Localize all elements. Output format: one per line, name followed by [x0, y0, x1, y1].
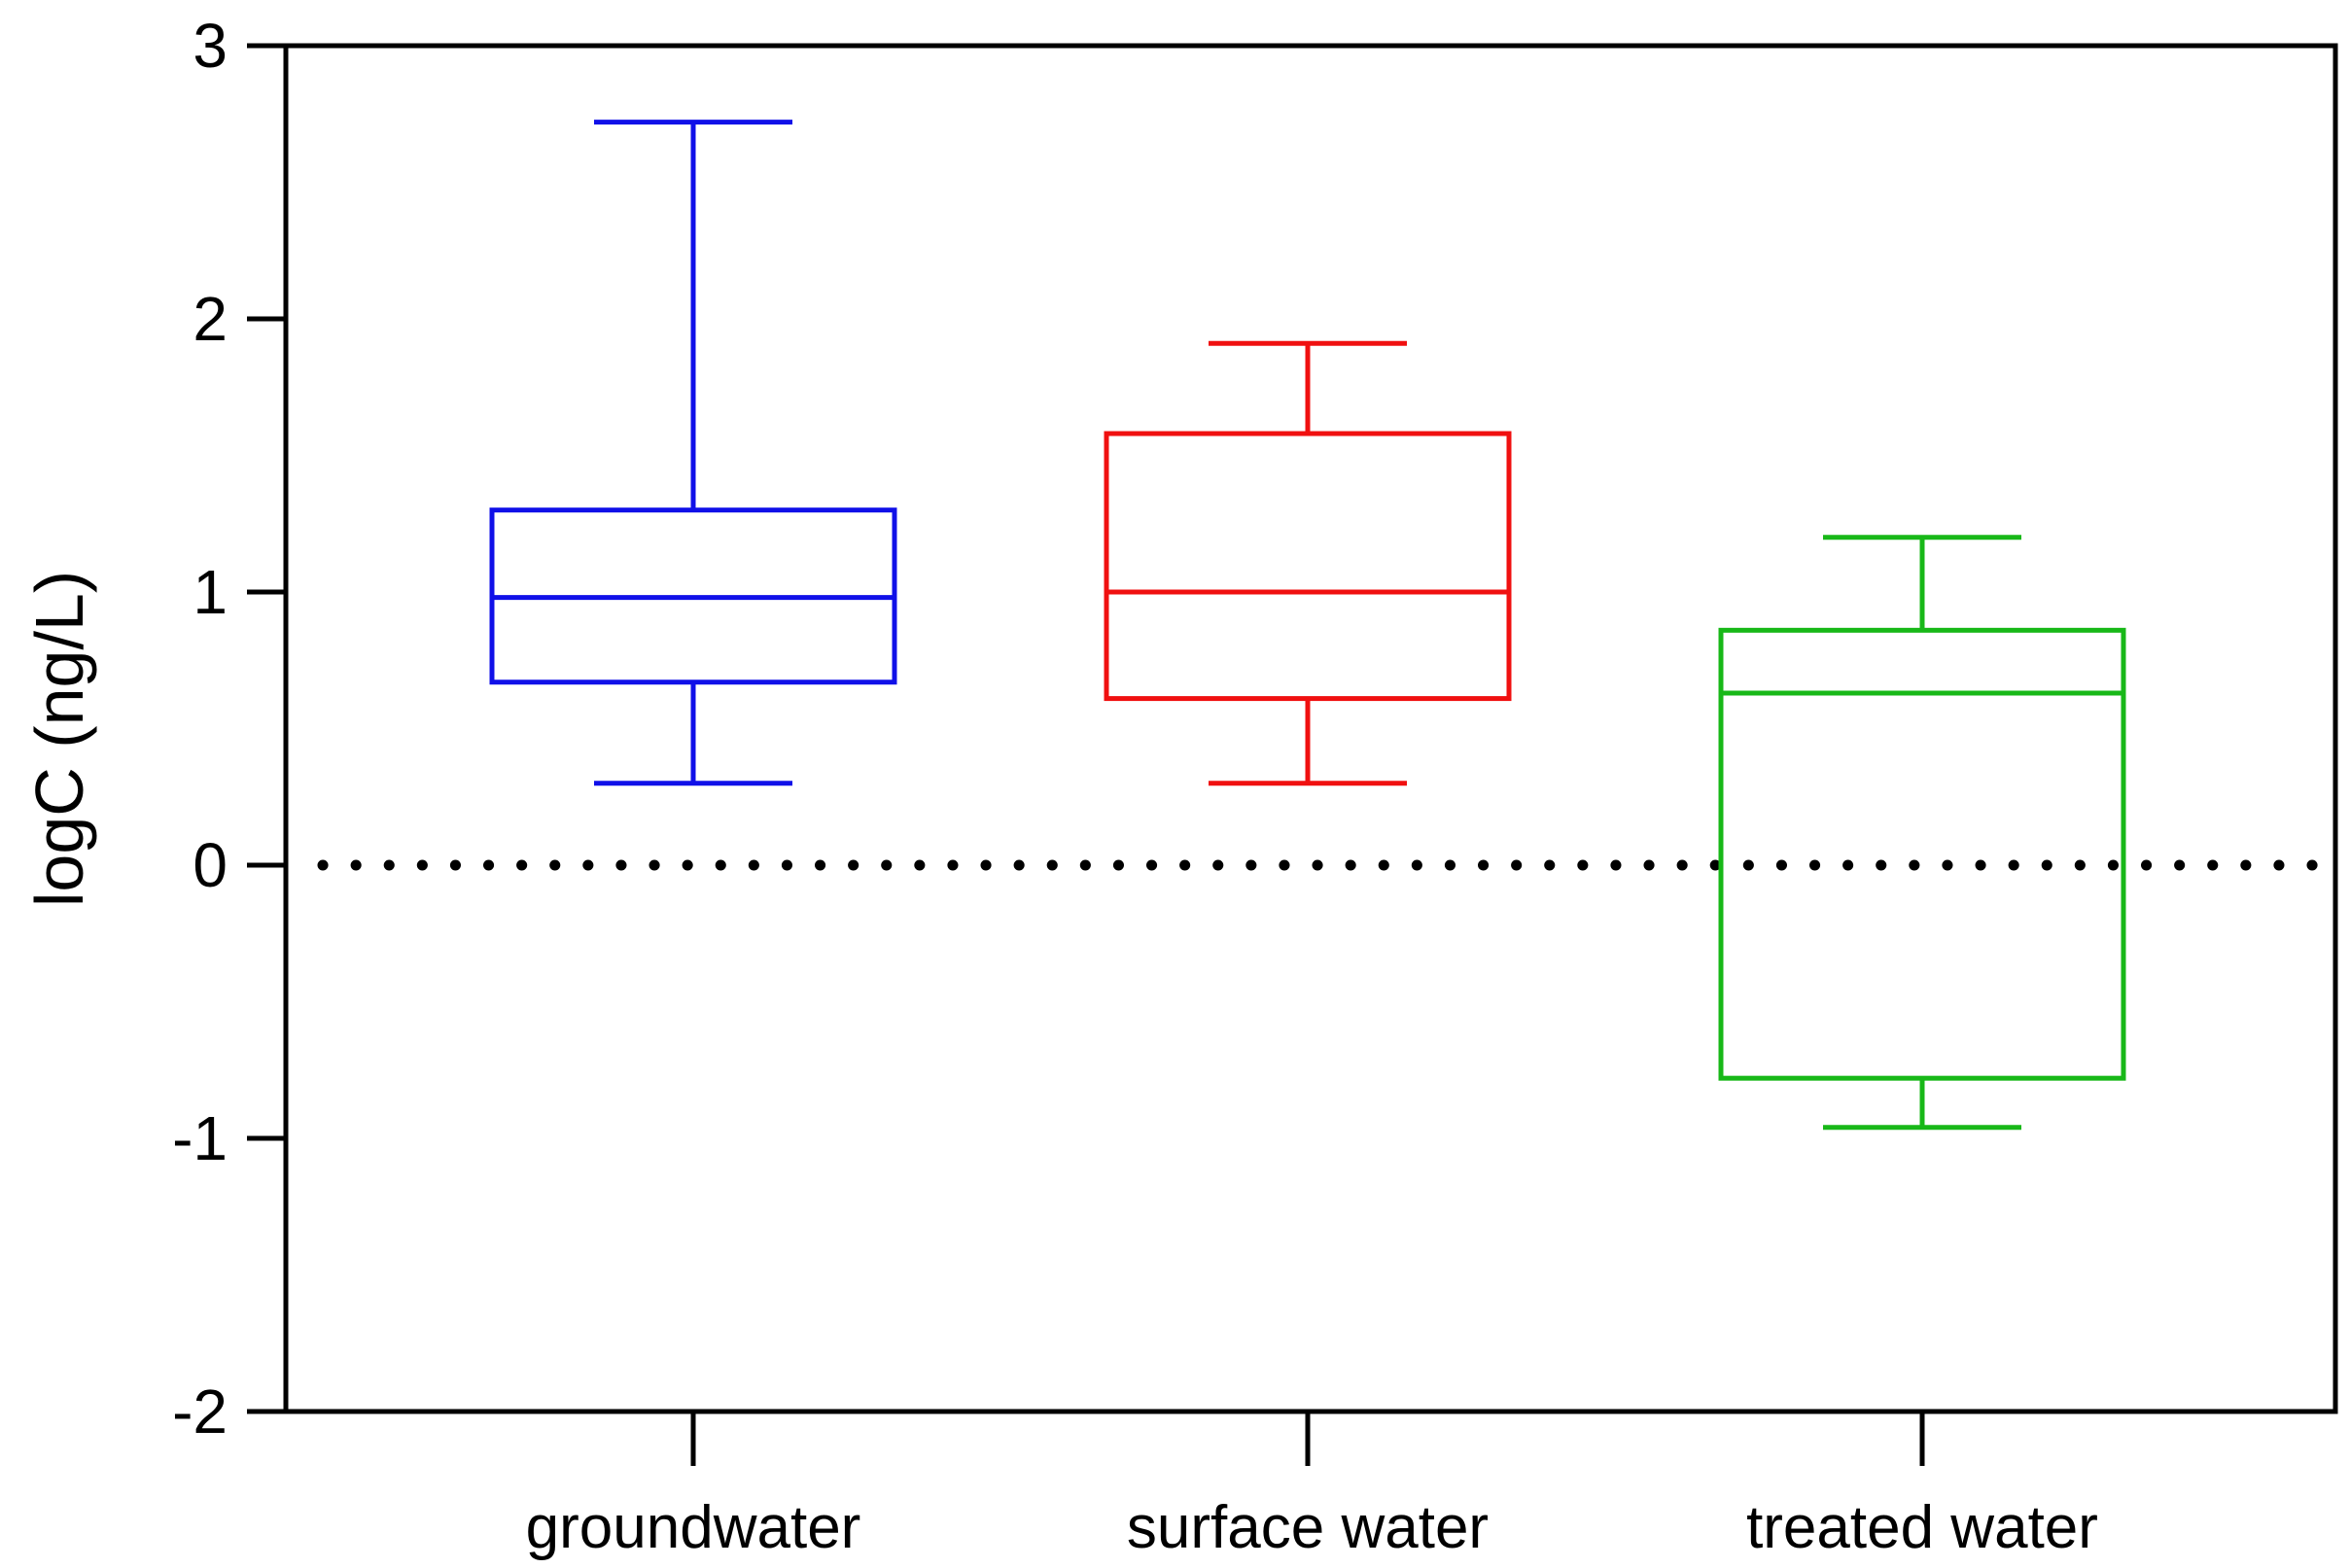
y-tick-label: 0: [193, 830, 228, 900]
y-axis: -2 -1 0 1 2 3: [172, 11, 286, 1446]
boxes-group: [489, 120, 2126, 1131]
y-tick-label: 3: [193, 11, 228, 81]
x-axis: groundwater surface water treated water: [526, 1411, 2098, 1561]
iqr-box: [1718, 627, 2126, 1081]
box-treated-water: [1718, 535, 2126, 1131]
box-groundwater: [489, 120, 897, 786]
box-surface-water: [1104, 340, 1512, 786]
plot-border: [283, 43, 2338, 1414]
y-tick-label: -1: [172, 1103, 228, 1173]
iqr-box: [1104, 431, 1512, 702]
x-category-label: groundwater: [526, 1494, 861, 1561]
y-axis-title: logC (ng/L): [21, 571, 97, 907]
y-tick-label: -2: [172, 1376, 228, 1446]
x-category-label: treated water: [1746, 1494, 2098, 1561]
y-tick-label: 1: [193, 557, 228, 627]
x-category-label: surface water: [1127, 1494, 1489, 1561]
plot-frame: [283, 43, 2338, 1414]
y-tick-label: 2: [193, 284, 228, 354]
